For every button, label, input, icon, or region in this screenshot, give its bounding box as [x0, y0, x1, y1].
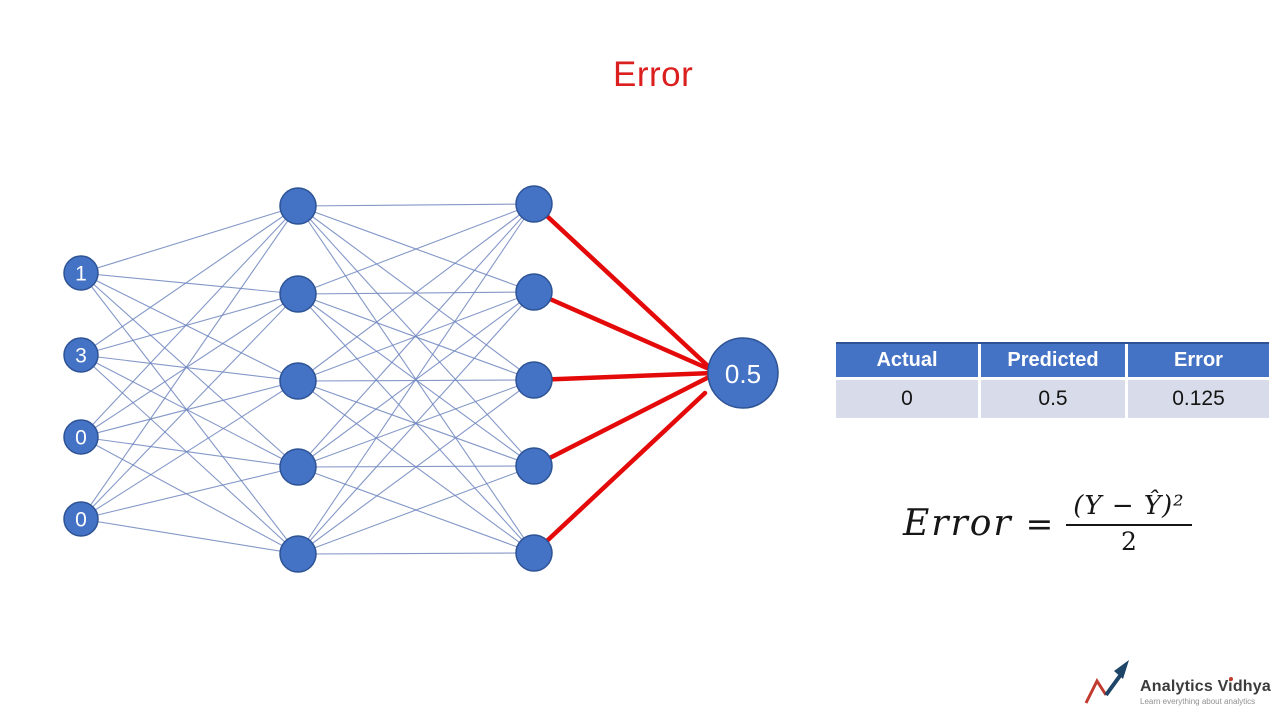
- network-edge: [80, 518, 299, 555]
- hidden-layer-2-node: [515, 534, 553, 572]
- network-edge: [297, 552, 535, 555]
- network-edge: [80, 272, 299, 555]
- input-layer-node: [63, 255, 99, 291]
- network-edge: [80, 205, 299, 438]
- hidden-layer-1-node: [279, 362, 317, 400]
- hidden-layer-2-node: [515, 273, 553, 311]
- network-edge: [80, 293, 299, 520]
- formula-equals: =: [1025, 504, 1054, 543]
- network-edge: [80, 466, 299, 520]
- highlighted-edge: [531, 201, 712, 370]
- network-edge: [297, 203, 535, 555]
- highlighted-edge: [531, 289, 712, 372]
- formula-numerator: (Y − Ŷ)²: [1066, 491, 1192, 526]
- table-header-cell: Error: [1128, 344, 1269, 377]
- network-edge: [80, 293, 299, 356]
- hidden-layer-2-node: [515, 361, 553, 399]
- network-edge: [80, 205, 299, 274]
- network-edge: [80, 272, 299, 468]
- network-edge: [297, 379, 535, 555]
- output-layer-node: [707, 337, 779, 409]
- hidden-layer-1-node: [279, 448, 317, 486]
- network-edge: [80, 293, 299, 438]
- network-edge: [80, 272, 299, 382]
- logo-tagline: Learn everything about analytics: [1140, 697, 1256, 706]
- table-data-cell: 0.125: [1128, 380, 1269, 418]
- node-label: 1: [75, 263, 87, 286]
- network-edge: [80, 380, 299, 438]
- formula-denominator: 2: [1120, 527, 1137, 556]
- network-edge: [80, 272, 299, 295]
- hidden-layer-2-node: [515, 447, 553, 485]
- logo-text: Analytics Vidhya Learn everything about …: [1140, 677, 1271, 709]
- network-edge: [297, 203, 535, 295]
- network-edge: [297, 465, 535, 555]
- hidden-layer-1-node: [279, 275, 317, 313]
- network-edge: [297, 291, 535, 382]
- highlighted-edge: [531, 373, 714, 469]
- formula-lhs: Error: [903, 503, 1013, 544]
- line-chart-arrow-icon: [1084, 660, 1129, 704]
- network-edge: [297, 379, 535, 382]
- table-data-cell: 0.5: [981, 380, 1125, 418]
- input-layer-node: [63, 501, 99, 537]
- node-label: 0.5: [725, 359, 761, 389]
- network-edge: [80, 205, 299, 356]
- network-edge: [297, 203, 535, 468]
- error-formula: Error = (Y − Ŷ)² 2: [903, 491, 1192, 556]
- network-edge: [297, 203, 535, 207]
- table-header-cell: Predicted: [981, 344, 1125, 377]
- highlighted-edge: [531, 370, 716, 383]
- network-edge: [297, 291, 535, 555]
- network-edge: [80, 354, 299, 555]
- analytics-vidhya-logo: Analytics Vidhya Learn everything about …: [1083, 659, 1271, 709]
- network-edge: [297, 203, 535, 382]
- table-header-cell: Actual: [836, 344, 978, 377]
- network-edge: [80, 354, 299, 468]
- logo-red-dot: [1229, 677, 1233, 681]
- logo-name: Analytics Vidhya: [1140, 677, 1271, 695]
- node-label: 3: [75, 345, 87, 368]
- hidden-layer-2-node: [515, 185, 553, 223]
- hidden-layer-1-node: [279, 187, 317, 225]
- node-label: 0: [75, 427, 87, 450]
- slide-title: Error: [613, 55, 694, 94]
- highlighted-edge: [531, 390, 708, 556]
- input-layer-node: [63, 419, 99, 455]
- network-edge: [80, 205, 299, 520]
- input-layer-node: [63, 337, 99, 373]
- table-data-cell: 0: [836, 380, 978, 418]
- network-edge: [80, 436, 299, 468]
- network-edge: [80, 436, 299, 555]
- hidden-layer-1-node: [279, 535, 317, 573]
- network-edge: [80, 380, 299, 520]
- formula-fraction: (Y − Ŷ)² 2: [1066, 491, 1192, 556]
- network-edge: [80, 354, 299, 382]
- node-label: 0: [75, 509, 87, 532]
